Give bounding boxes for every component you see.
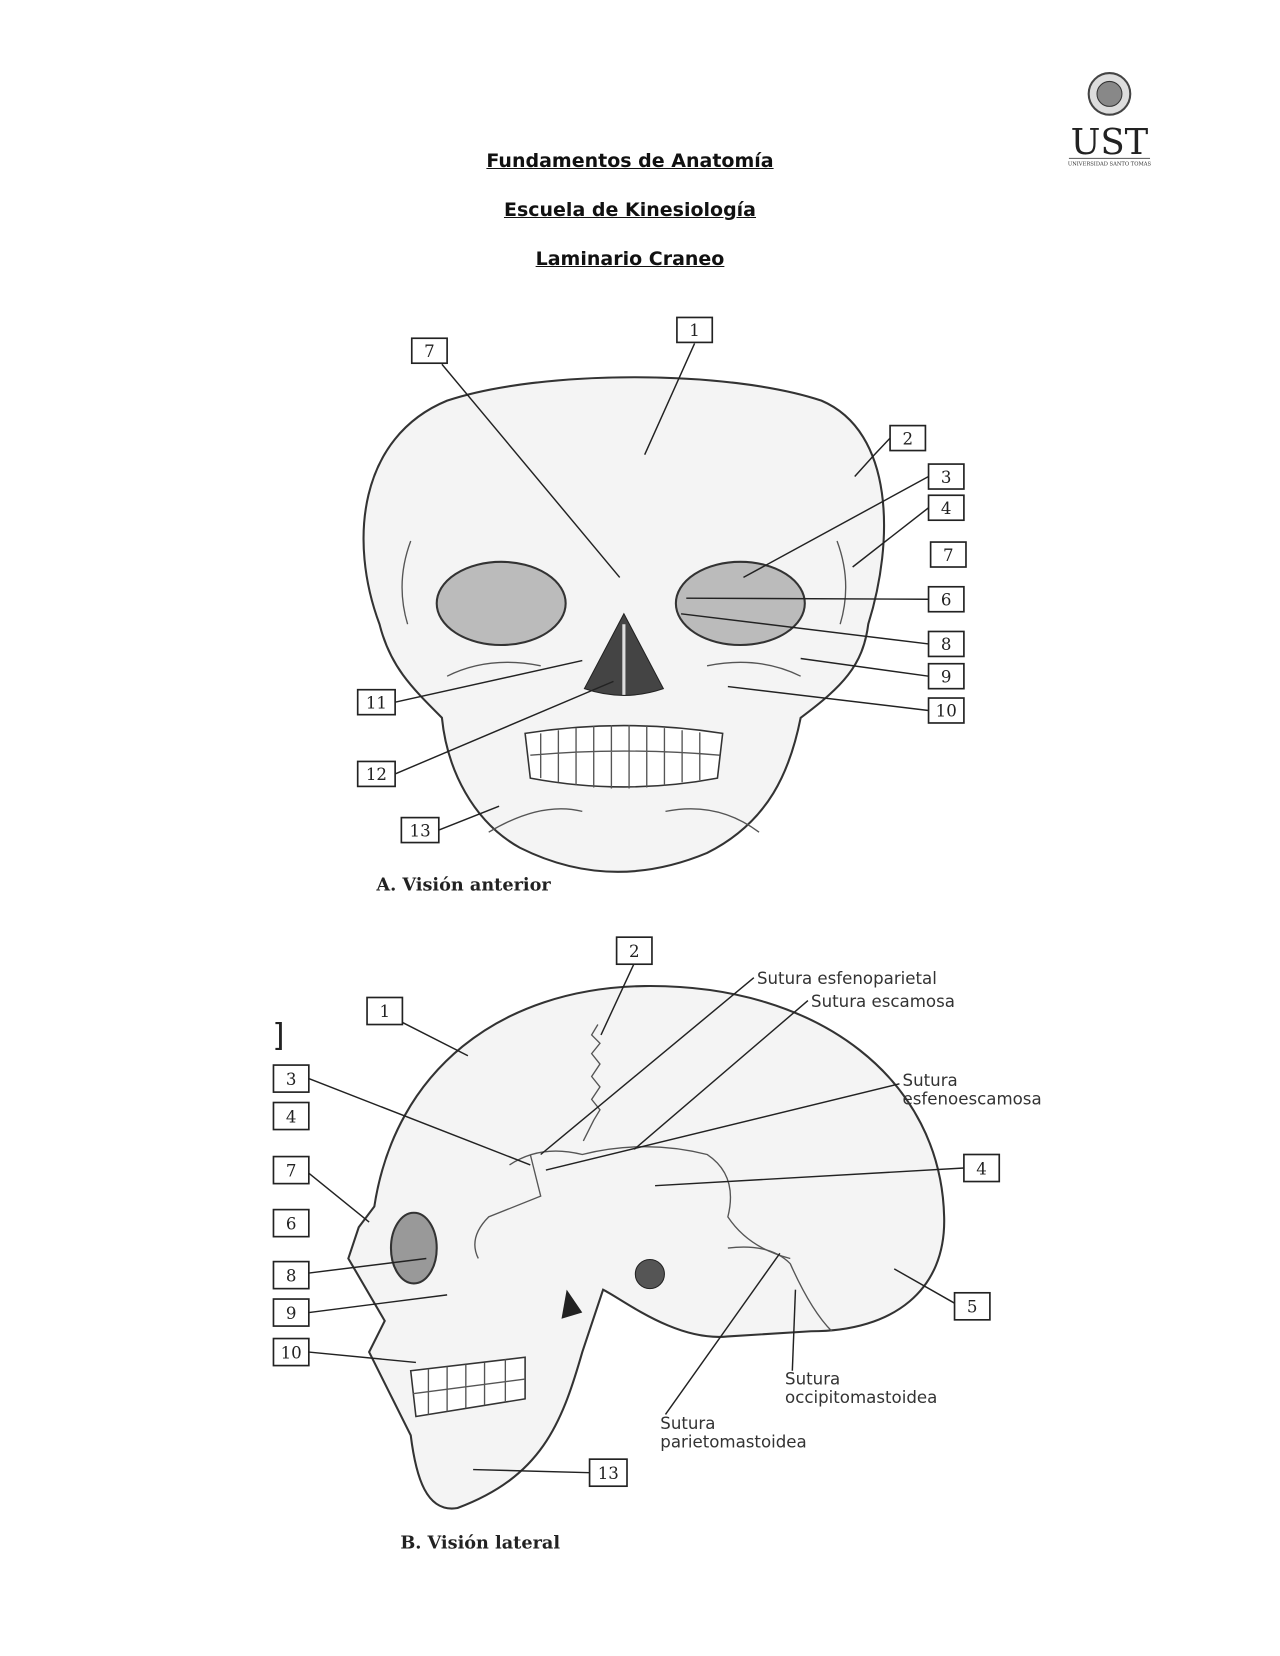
svg-text:2: 2: [629, 942, 640, 961]
label-box-a-11: 11: [356, 688, 396, 716]
svg-text:4: 4: [286, 1107, 297, 1126]
svg-text:4: 4: [976, 1159, 987, 1178]
svg-text:5: 5: [967, 1298, 978, 1317]
svg-text:6: 6: [286, 1214, 297, 1233]
logo-subtitle: UNIVERSIDAD SANTO TOMAS: [1068, 162, 1152, 168]
label-box-a-1: 1: [676, 316, 714, 344]
ust-logo: UST UNIVERSIDAD SANTO TOMAS: [1068, 72, 1152, 168]
label-box-a-3: 3: [927, 463, 965, 490]
suture-esfenoparietal: Sutura esfenoparietal: [757, 969, 937, 988]
svg-text:2: 2: [902, 429, 913, 448]
suture-occipitomastoidea-1: Sutura: [785, 1369, 840, 1388]
svg-text:6: 6: [941, 590, 952, 609]
doc-title-school: Escuela de Kinesiología: [503, 199, 757, 221]
label-box-b-1: 1: [366, 996, 404, 1026]
svg-text:13: 13: [598, 1464, 619, 1483]
label-box-b-6: 6: [272, 1208, 310, 1238]
svg-text:12: 12: [366, 765, 387, 784]
svg-text:11: 11: [366, 693, 387, 712]
suture-esfenoescamosa-2: esfenoescamosa: [903, 1090, 1042, 1109]
label-box-b-3: 3: [272, 1064, 310, 1093]
label-box-b-10: 10: [272, 1337, 310, 1367]
caption-anterior: A. Visión anterior: [375, 874, 551, 895]
svg-text:1: 1: [689, 321, 700, 340]
label-box-a-7b: 7: [929, 541, 967, 568]
svg-text:9: 9: [286, 1304, 297, 1323]
label-box-a-6: 6: [927, 585, 965, 613]
svg-text:7: 7: [424, 342, 435, 361]
label-box-a-9: 9: [927, 662, 965, 690]
doc-title-sheet: Laminario Craneo: [535, 248, 725, 270]
caption-lateral: B. Visión lateral: [400, 1533, 560, 1554]
label-box-a-10: 10: [927, 697, 965, 724]
suture-parietomastoidea-1: Sutura: [660, 1414, 715, 1433]
label-box-b-4: 4: [272, 1101, 310, 1131]
doc-title-course: Fundamentos de Anatomía: [486, 150, 774, 172]
bracket-mark: ]: [272, 1017, 284, 1053]
suture-escamosa: Sutura escamosa: [811, 992, 955, 1011]
suture-occipitomastoidea-2: occipitomastoidea: [785, 1388, 937, 1407]
svg-text:1: 1: [379, 1002, 390, 1021]
svg-text:4: 4: [941, 499, 952, 518]
svg-text:8: 8: [286, 1266, 297, 1285]
logo-text: UST: [1071, 122, 1149, 163]
skull-anterior-diagram: 1 7 2 3 4 7 6 8 9 10 11 12 13 A. Visión …: [356, 316, 967, 895]
svg-text:7: 7: [286, 1161, 297, 1180]
label-box-b-4b: 4: [963, 1153, 1001, 1183]
svg-text:7: 7: [943, 546, 954, 565]
label-box-a-12: 12: [356, 760, 396, 788]
suture-parietomastoidea-2: parietomastoidea: [660, 1433, 806, 1452]
label-box-a-8: 8: [927, 630, 965, 658]
teeth: [524, 724, 724, 789]
label-box-b-2: 2: [615, 936, 653, 966]
label-box-a-4: 4: [927, 494, 965, 522]
svg-text:13: 13: [410, 821, 431, 840]
label-box-b-8: 8: [272, 1260, 310, 1290]
label-box-b-9: 9: [272, 1298, 310, 1327]
svg-text:3: 3: [941, 468, 952, 487]
svg-text:10: 10: [281, 1343, 302, 1362]
label-box-a-13: 13: [400, 816, 440, 844]
svg-text:9: 9: [941, 667, 952, 686]
label-box-a-7: 7: [410, 337, 448, 365]
suture-esfenoescamosa-1: Sutura: [903, 1071, 958, 1090]
svg-text:10: 10: [936, 702, 957, 721]
teeth-lateral: [409, 1356, 526, 1418]
label-box-a-2: 2: [889, 424, 927, 452]
svg-text:3: 3: [286, 1070, 297, 1089]
label-box-b-5: 5: [953, 1291, 991, 1321]
skull-lateral-diagram: ] 2 1 3 4 7 6 8 9: [272, 936, 1042, 1554]
label-box-b-13: 13: [588, 1458, 628, 1488]
svg-text:8: 8: [941, 635, 952, 654]
label-box-b-7: 7: [272, 1155, 310, 1185]
